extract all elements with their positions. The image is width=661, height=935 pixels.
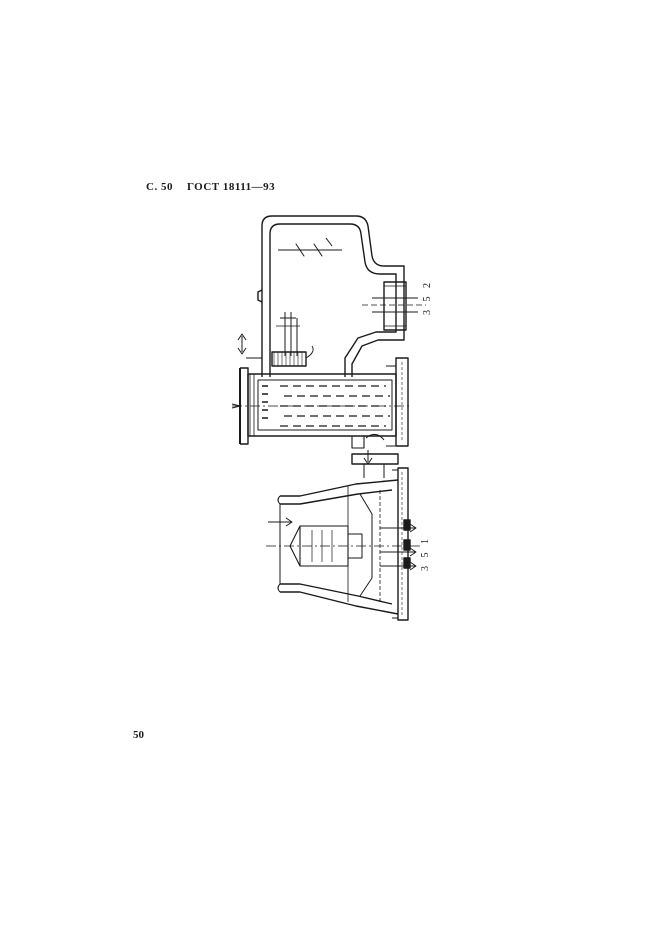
page-ref: С. 50	[146, 181, 173, 193]
drawing-352	[231, 215, 426, 465]
page-header: С. 50 ГОСТ 18111—93	[146, 181, 275, 193]
drawing-351	[266, 453, 420, 621]
figure-label-351: 3 5 1	[420, 536, 431, 571]
standard-code: ГОСТ 18111—93	[186, 181, 276, 193]
figure-label-352: 3 5 2	[422, 280, 433, 315]
page-number: 50	[133, 729, 144, 741]
